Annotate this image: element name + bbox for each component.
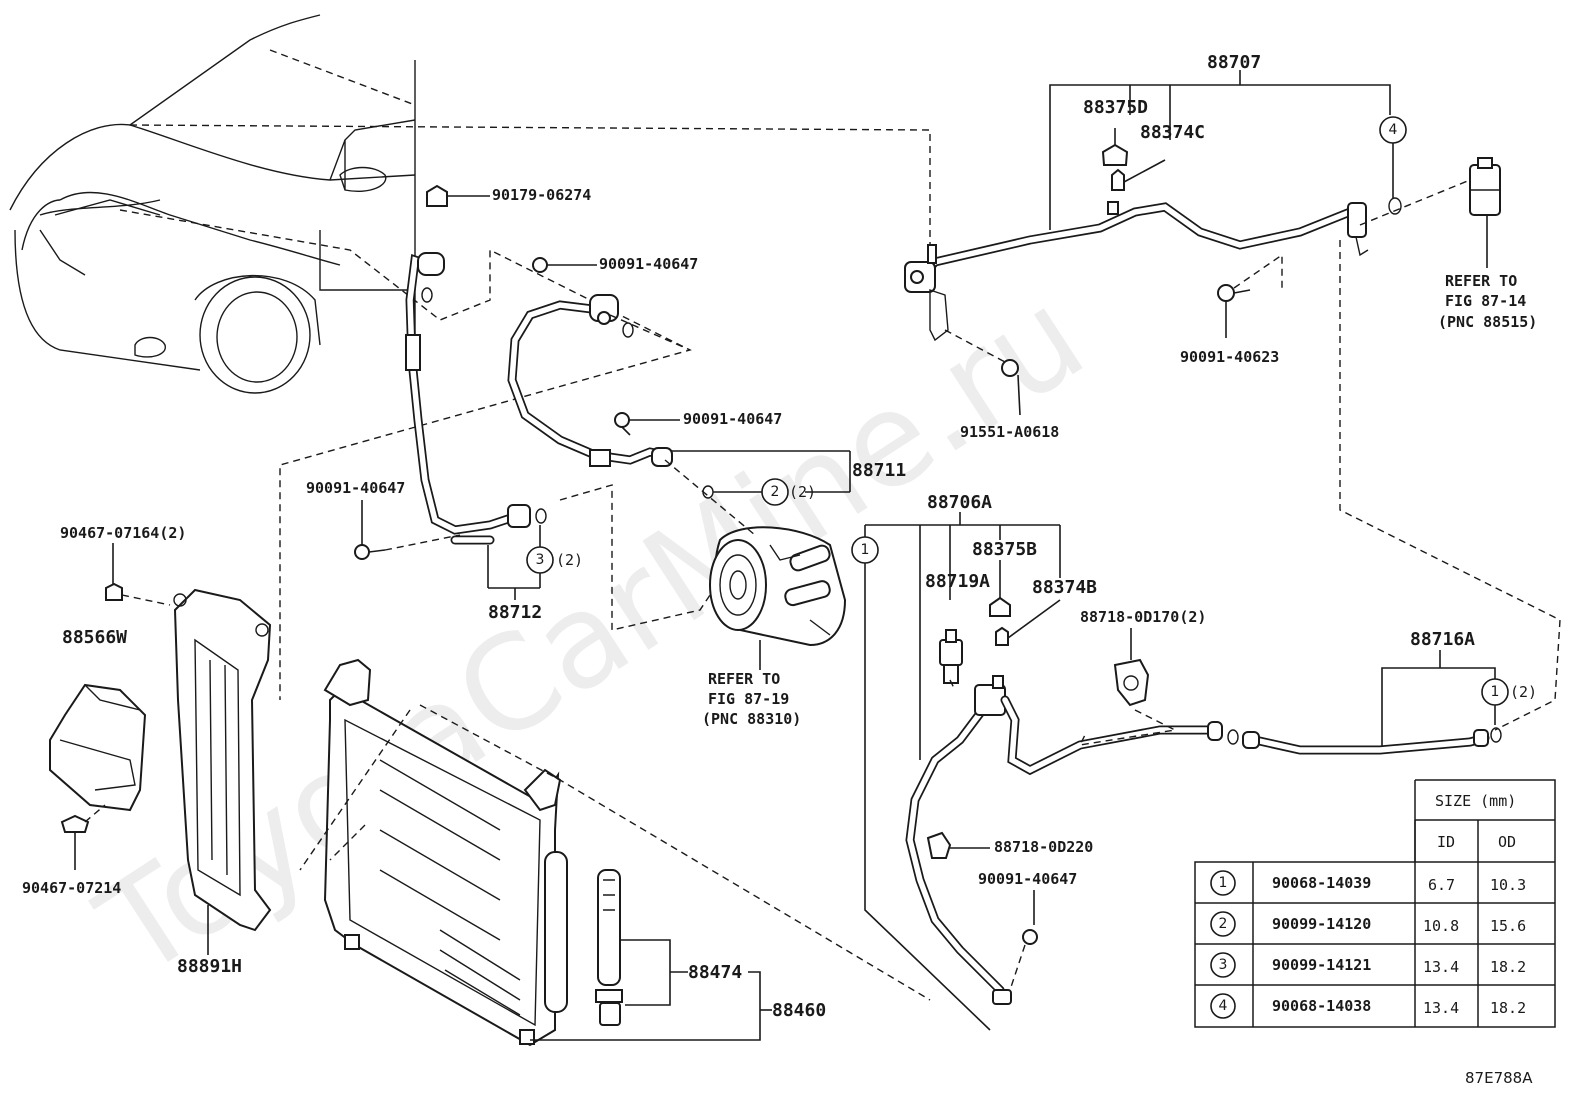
size-table: SIZE (mm) ID OD 1 90068-14039 6.7 10.3 2…: [1194, 779, 1556, 1028]
valve-88374C: [1111, 168, 1125, 191]
table-row-4-ref: 4: [1219, 998, 1228, 1014]
bolt-90091-40623: [1217, 284, 1235, 302]
cover-88566W: [49, 683, 147, 812]
table-row-2-part: 90099-14120: [1272, 915, 1371, 933]
label-90091-40647-b: 90091-40647: [683, 410, 782, 428]
clip-90467-07214: [60, 814, 90, 833]
label-90091-40647-a: 90091-40647: [599, 255, 698, 273]
label-90179-06274: 90179-06274: [492, 186, 591, 204]
label-88566W: 88566W: [62, 627, 127, 648]
label-88891H: 88891H: [177, 956, 242, 977]
table-header-size: SIZE (mm): [1435, 792, 1516, 810]
table-row-1-ref: 1: [1219, 875, 1228, 891]
label-88374B: 88374B: [1032, 577, 1097, 598]
callout-3: 3: [536, 552, 545, 568]
label-88716A: 88716A: [1410, 629, 1475, 650]
table-row-1-od: 10.3: [1490, 876, 1526, 894]
callout-1-b: 1: [1491, 684, 1500, 700]
bolt-90091-40647-c: [354, 544, 370, 560]
cap-88375D: [1101, 143, 1129, 166]
receiver-88474: [544, 851, 623, 1026]
label-88719A: 88719A: [925, 571, 990, 592]
hose-88712: [405, 252, 531, 545]
table-col-od: OD: [1498, 833, 1516, 851]
cap-88375B: [989, 596, 1011, 617]
ref-fig-87-14-line1: REFER TO: [1445, 272, 1517, 290]
table-row-1-part: 90068-14039: [1272, 874, 1371, 892]
pipe-88716A: [1242, 729, 1490, 755]
table-row-3-id: 13.4: [1423, 958, 1459, 976]
label-88706A: 88706A: [927, 492, 992, 513]
label-90091-40647-d: 90091-40647: [978, 870, 1077, 888]
table-row-3-ref: 3: [1219, 957, 1228, 973]
label-88712: 88712: [488, 602, 542, 623]
label-88718-0D220: 88718-0D220: [994, 838, 1093, 856]
vehicle-illustration: [9, 14, 416, 394]
label-88374C: 88374C: [1140, 122, 1205, 143]
label-88718-0D170: 88718-0D170(2): [1080, 608, 1206, 626]
ref-fig-87-14-line2: FIG 87-14: [1445, 292, 1526, 310]
compressor: [709, 526, 847, 647]
hose-88707: [904, 201, 1369, 342]
sensor-88719A: [939, 629, 963, 684]
clamp-88718-0D220: [926, 831, 952, 859]
label-90467-07164: 90467-07164(2): [60, 524, 186, 542]
table-row-4-part: 90068-14038: [1272, 997, 1371, 1015]
label-90467-07214: 90467-07214: [22, 879, 121, 897]
table-row-4-od: 18.2: [1490, 999, 1526, 1017]
label-88711: 88711: [852, 460, 906, 481]
leader-car-to-condenser: [119, 209, 692, 700]
bolt-91551-A0618: [1001, 359, 1019, 377]
table-row-1-id: 6.7: [1428, 876, 1455, 894]
clamp-88718-0D170: [1113, 658, 1150, 707]
table-row-4-id: 13.4: [1423, 999, 1459, 1017]
ref-fig-87-19-line3: (PNC 88310): [702, 710, 801, 728]
callout-1-a: 1: [861, 542, 870, 558]
nut-90179-06274: [426, 184, 448, 207]
label-90091-40647-c: 90091-40647: [306, 479, 405, 497]
label-90091-40623: 90091-40623: [1180, 348, 1279, 366]
callout-4: 4: [1389, 122, 1398, 138]
label-91551-A0618: 91551-A0618: [960, 423, 1059, 441]
seal-88891H: [173, 588, 272, 932]
table-row-2-id: 10.8: [1423, 917, 1459, 935]
label-88707: 88707: [1207, 52, 1261, 73]
figure-code: 87E788A: [1465, 1069, 1533, 1087]
hose-88711: [507, 294, 673, 467]
ref-fig-87-14-line3: (PNC 88515): [1438, 313, 1537, 331]
qty-callout-1: (2): [1510, 683, 1537, 701]
bolt-90091-40647-b: [614, 412, 630, 428]
expansion-valve: [1469, 157, 1501, 216]
leader-car-to-hose: [129, 49, 931, 260]
bolt-90091-40647-d: [1022, 929, 1038, 945]
table-row-3-part: 90099-14121: [1272, 956, 1371, 974]
ref-fig-87-19-line1: REFER TO: [708, 670, 780, 688]
table-row-2-ref: 2: [1219, 916, 1228, 932]
table-row-2-od: 15.6: [1490, 917, 1526, 935]
clip-90467-07164: [105, 582, 123, 601]
qty-callout-2: (2): [789, 483, 816, 501]
label-88375B: 88375B: [972, 539, 1037, 560]
label-88375D: 88375D: [1083, 97, 1148, 118]
table-row-3-od: 18.2: [1490, 958, 1526, 976]
label-88474: 88474: [688, 962, 742, 983]
pipe-88706A: [905, 675, 1223, 1005]
bolt-90091-40647-a: [532, 257, 548, 273]
callout-2: 2: [771, 484, 780, 500]
qty-callout-3: (2): [556, 551, 583, 569]
table-col-id: ID: [1437, 833, 1455, 851]
valve-88374B: [995, 626, 1009, 646]
label-88460: 88460: [772, 1000, 826, 1021]
ref-fig-87-19-line2: FIG 87-19: [708, 690, 789, 708]
